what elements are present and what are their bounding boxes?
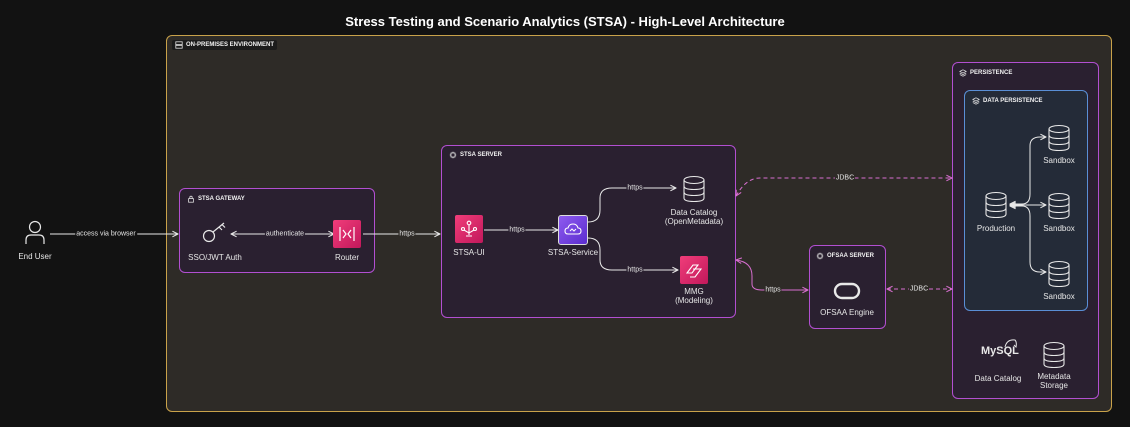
edge-label-https-mmg: https <box>626 266 644 274</box>
data-catalog-label-line2: (OpenMetadata) <box>664 217 724 226</box>
mysql-logo-text: MySQL <box>981 345 1019 357</box>
edge-service-mmg <box>587 237 678 270</box>
cloud-service-icon <box>564 223 582 235</box>
oracle-icon <box>833 282 861 300</box>
stsa-server-group <box>441 145 736 318</box>
edge-label-https-ofsaa: https <box>764 286 782 294</box>
layers-icon <box>972 97 980 105</box>
router-node <box>333 220 361 248</box>
persistence-group-title: PERSISTENCE <box>970 70 1013 76</box>
database-icon <box>683 175 705 203</box>
edge-prod-sandbox3 <box>1010 206 1046 272</box>
layers-icon <box>959 69 967 77</box>
production-label: Production <box>976 224 1016 233</box>
production-database-icon <box>985 191 1007 219</box>
ofsaa-group-title: OFSAA SERVER <box>827 253 875 259</box>
edge-label-authenticate: authenticate <box>264 230 306 238</box>
sandbox-database-icon <box>1048 192 1070 220</box>
edge-mmg-ofsaa <box>736 260 808 290</box>
ofsaa-group-label: OFSAA SERVER <box>813 251 878 261</box>
onprem-group-title: ON-PREMISES ENVIRONMENT <box>186 42 275 48</box>
edge-label-https-catalog: https <box>626 184 644 192</box>
sandbox-label-2: Sandbox <box>1043 224 1075 233</box>
key-icon <box>202 222 226 243</box>
sandbox-label-1: Sandbox <box>1043 156 1075 165</box>
stsa-service-label: STSA-Service <box>547 248 599 257</box>
sandbox-database-icon <box>1048 260 1070 288</box>
mmg-label: MMG (Modeling) <box>675 287 713 305</box>
gateway-group-title: STSA GATEWAY <box>198 196 245 202</box>
edge-label-https-ui: https <box>508 226 526 234</box>
chip-icon <box>816 252 824 260</box>
stsa-ui-node <box>455 215 483 243</box>
router-icon <box>339 227 355 241</box>
data-persistence-group-label: DATA PERSISTENCE <box>969 96 1046 106</box>
sitemap-icon <box>460 220 478 237</box>
sandbox-label-3: Sandbox <box>1043 292 1075 301</box>
persistence-group-label: PERSISTENCE <box>956 68 1016 78</box>
metadata-storage-line2: Storage <box>1039 381 1069 390</box>
gateway-group-label: STSA GATEWAY <box>184 194 248 204</box>
sso-label: SSO/JWT Auth <box>188 253 242 262</box>
data-persistence-group-title: DATA PERSISTENCE <box>983 98 1043 104</box>
onprem-group-label: ON-PREMISES ENVIRONMENT <box>172 40 278 50</box>
data-catalog-label-line1: Data Catalog <box>670 208 718 217</box>
lock-icon <box>188 195 194 203</box>
edge-prod-sandbox1 <box>1010 137 1046 204</box>
metadata-database-icon <box>1043 341 1065 369</box>
stsa-service-node <box>558 215 588 245</box>
chip-icon <box>449 151 457 159</box>
edge-label-jdbc-top: JDBC <box>834 174 856 182</box>
edge-label-jdbc-bottom: JDBC <box>908 285 930 293</box>
edge-service-catalog <box>587 188 676 223</box>
data-catalog-label: Data Catalog (OpenMetadata) <box>665 208 723 226</box>
mmg-label-line1: MMG <box>684 287 704 296</box>
end-user-label: End User <box>18 252 52 261</box>
edge-label-browser: access via browser <box>75 230 137 238</box>
metadata-storage-label: Metadata Storage <box>1037 372 1070 390</box>
ofsaa-engine-label: OFSAA Engine <box>820 308 874 317</box>
dolphin-icon <box>1004 339 1017 349</box>
mmg-node <box>680 256 708 284</box>
mysql-data-catalog-label: Data Catalog <box>974 374 1022 383</box>
server-rack-icon <box>175 41 183 49</box>
flow-icon <box>685 264 703 278</box>
metadata-storage-line1: Metadata <box>1037 372 1071 381</box>
user-icon <box>25 220 45 244</box>
diagram-title: Stress Testing and Scenario Analytics (S… <box>345 14 785 29</box>
sandbox-database-icon <box>1048 124 1070 152</box>
edge-catalog-jdbc <box>736 178 952 196</box>
mysql-logo: MySQL <box>981 339 1019 357</box>
edge-label-https-router: https <box>398 230 416 238</box>
mmg-label-line2: (Modeling) <box>675 296 713 305</box>
router-label: Router <box>334 253 360 262</box>
server-group-label: STSA SERVER <box>446 150 506 160</box>
stsa-ui-label: STSA-UI <box>453 248 485 257</box>
server-group-title: STSA SERVER <box>460 152 503 158</box>
